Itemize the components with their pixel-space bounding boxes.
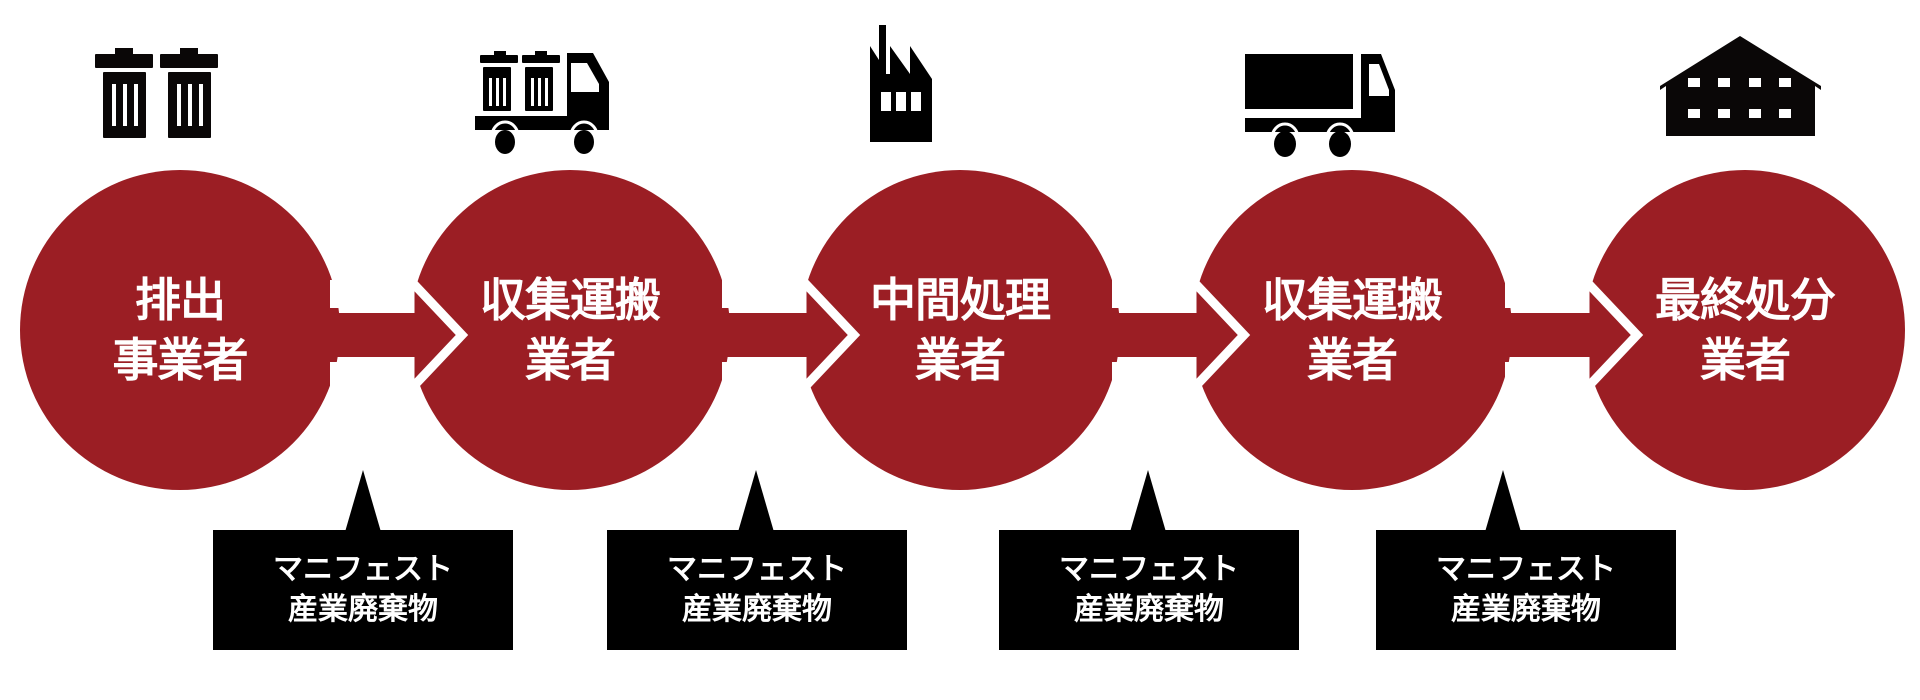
callout-pointer-1: [345, 470, 381, 532]
node-label-line2: 業者: [1700, 333, 1791, 387]
garbage-truck-icon: [475, 51, 609, 154]
node-label-line1: 収集運搬: [480, 273, 661, 327]
callout-label-line1: マニフェスト: [273, 552, 453, 587]
node-collection-transport-1: 収集運搬 業者: [410, 170, 730, 490]
callout-label-line1: マニフェスト: [1436, 552, 1616, 587]
manifest-callout-1: マニフェスト 産業廃棄物: [213, 530, 513, 650]
callout-label-line1: マニフェスト: [1059, 552, 1239, 587]
flow-arrow-3: [1112, 280, 1251, 390]
trash-bins-icon: [95, 48, 218, 138]
callout-label-line2: 産業廃棄物: [682, 592, 832, 627]
flow-arrow-2: [722, 280, 861, 390]
manifest-callout-3: マニフェスト 産業廃棄物: [999, 530, 1299, 650]
truck-icon: [1245, 54, 1395, 157]
node-label-line1: 排出: [135, 273, 226, 327]
manifest-callout-4: マニフェスト 産業廃棄物: [1376, 530, 1676, 650]
node-final-disposal: 最終処分 業者: [1585, 170, 1905, 490]
node-label-line1: 中間処理: [870, 273, 1051, 327]
node-label-line2: 業者: [525, 333, 616, 387]
callout-label-line2: 産業廃棄物: [288, 592, 438, 627]
callout-pointer-2: [738, 470, 774, 532]
factory-icon: [870, 25, 932, 142]
flow-arrow-1: [330, 280, 469, 390]
node-label-line2: 業者: [915, 333, 1006, 387]
node-label-line2: 事業者: [112, 333, 249, 387]
callout-label-line2: 産業廃棄物: [1074, 592, 1224, 627]
callout-label-line1: マニフェスト: [667, 552, 847, 587]
callout-label-line2: 産業廃棄物: [1451, 592, 1601, 627]
callout-pointer-4: [1485, 470, 1521, 532]
callout-pointer-3: [1130, 470, 1166, 532]
warehouse-icon: [1660, 36, 1821, 136]
manifest-callout-2: マニフェスト 産業廃棄物: [607, 530, 907, 650]
node-discharger: 排出 事業者: [20, 170, 340, 490]
node-label-line1: 収集運搬: [1262, 273, 1443, 327]
node-label-line2: 業者: [1307, 333, 1398, 387]
flow-arrow-4: [1505, 280, 1644, 390]
node-label-line1: 最終処分: [1655, 273, 1836, 327]
